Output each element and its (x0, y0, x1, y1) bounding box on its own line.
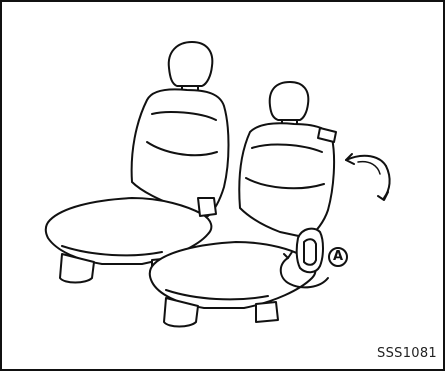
callout-a-label: A (328, 247, 348, 267)
left-seat-headrest (169, 42, 213, 86)
seatback-fold-arrow (346, 154, 390, 200)
figure-code: SSS1081 (377, 346, 437, 361)
right-seat-leg-rear (256, 302, 278, 322)
right-seat-headrest (270, 82, 309, 120)
right-seat-cushion (150, 242, 316, 308)
